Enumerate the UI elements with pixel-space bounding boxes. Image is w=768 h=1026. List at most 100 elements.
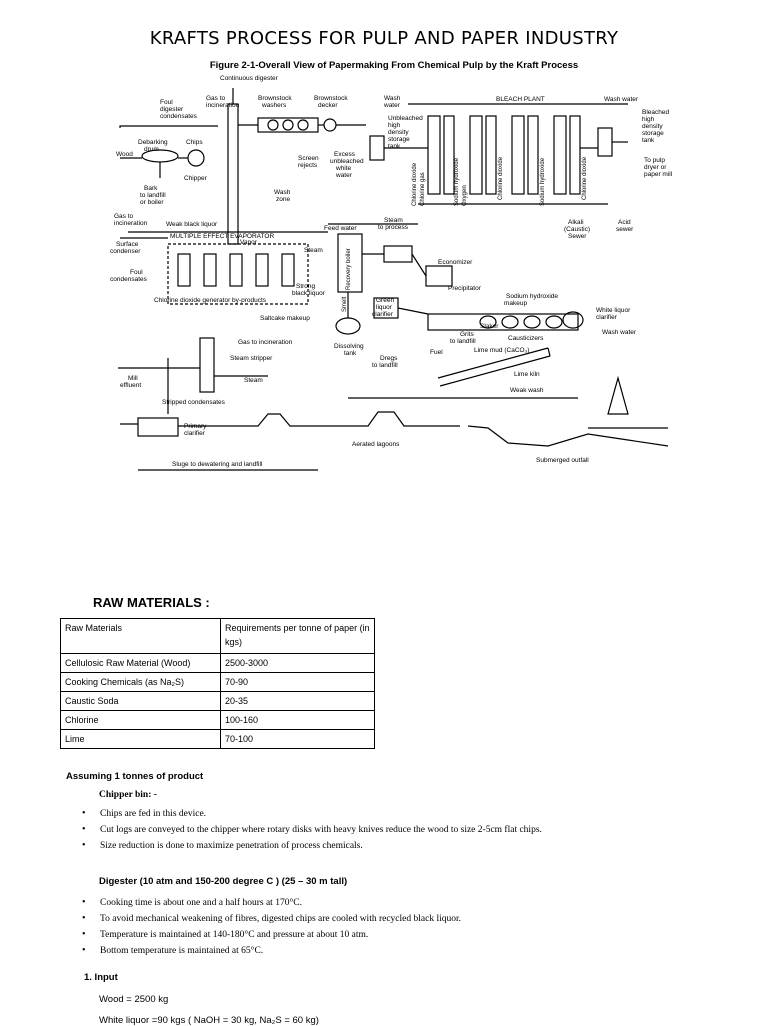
table-cell: 100-160 [220,710,375,730]
label-ex-3: white [335,165,352,172]
table-cell: Lime [60,729,221,749]
table-cell: 20-35 [220,691,375,711]
label-stp-1: Steam [384,217,403,224]
label-tp-3: paper mill [644,171,673,178]
label-rb: Recovery boiler [346,248,352,290]
label-chipper: Chipper [184,175,208,182]
label-cd-1: Chlorine dioxide [412,162,418,206]
label-sh-2: Sodium hydroxide [540,157,546,206]
bleached-tank-shape [597,127,613,157]
label-foul-2: digester [160,106,184,113]
label-sludge: Sluge to dewatering and landfill [172,461,263,468]
label-ub-3: density [388,129,409,136]
label-stripped: Stripped condensates [162,399,226,406]
label-bark-2: to landfill [140,192,166,199]
table-row: Cellulosic Raw Material (Wood) 2500-3000 [60,653,375,673]
label-slaker: Slaker [480,323,499,330]
label-sr-1: Screen [298,155,319,162]
label-gl-1: Gas to [114,213,134,220]
label-sh-1: Sodium hydroxide [454,157,460,206]
unbleached-tank-shape [369,135,385,161]
label-steam-2: Steam [244,377,263,384]
label-grits-2: to landfill [450,338,476,345]
label-mill-2: effluent [120,382,141,389]
raw-materials-heading: RAW MATERIALS : [93,595,210,610]
label-snm-1: Sodium hydroxide [506,293,558,300]
label-submerged: Submerged outfall [536,457,589,464]
label-cbp: Chlorine dioxide generator by-products [154,297,267,304]
list-item: Cooking time is about one and a half hou… [82,895,461,911]
col-header-requirements: Requirements per tonne of paper (in kgs) [220,618,375,654]
label-deb-2: drum [144,146,159,153]
label-gr-3: clarifier [372,311,394,318]
label-sc-2: condenser [110,248,141,255]
label-alk-2: (Caustic) [564,226,590,233]
list-item: To avoid mechanical weakening of fibres,… [82,911,461,927]
label-fc-2: condensates [110,276,148,283]
label-sr-2: rejects [298,162,318,169]
label-acid-2: sewer [616,226,634,233]
table-row: Lime 70-100 [60,729,375,749]
label-alk-1: Alkali [568,219,584,226]
label-aerated: Aerated lagoons [352,441,400,448]
label-saltcake: Saltcake makeup [260,315,310,322]
label-steam: Steam [304,247,323,254]
label-dt-2: tank [344,350,357,357]
label-wz-1: Wash [274,189,291,196]
label-caust: Causticizers [508,335,544,342]
label-tp-1: To pulp [644,157,665,164]
table-cell: 70-90 [220,672,375,692]
label-grits-1: Grits [460,331,474,338]
label-stripper: Steam stripper [230,355,273,362]
label-bl-2: high [642,116,655,123]
label-vapor: Vapor [240,239,258,246]
digester-bullet-list: Cooking time is about one and a half hou… [82,895,461,959]
label-pc-1: Primary [184,423,207,430]
label-dregs-1: Dregs [380,355,398,362]
label-oxygen: Oxygen [462,185,468,206]
label-bd-1: Brownstock [314,95,348,102]
table-row: Caustic Soda 20-35 [60,691,375,711]
label-dregs-2: to landfill [372,362,398,369]
label-wwb: Wash water [602,329,637,336]
label-wbl: Weak black liquor [166,221,218,228]
label-ww-2: water [383,102,401,109]
label-ex-2: unbleached [330,158,364,165]
label-bl-1: Bleached [642,109,669,116]
label-smelt: Smelt [342,296,348,312]
label-ub-1: Unbleached [388,115,423,122]
table-cell: Cooking Chemicals (as Na₂S) [60,672,221,692]
label-gti2: Gas to incineration [238,339,293,346]
label-bl-5: tank [642,137,655,144]
input-wood: Wood = 2500 kg [99,994,169,1005]
chipper-bullet-list: Chips are fed in this device. Cut logs a… [82,806,542,854]
label-wz-2: zone [276,196,290,203]
digester-heading: Digester (10 atm and 150-200 degree C ) … [99,876,348,887]
list-item: Chips are fed in this device. [82,806,542,822]
table-row: Cooking Chemicals (as Na₂S) 70-90 [60,672,375,692]
label-bw-1: Brownstock [258,95,292,102]
label-cd-3: Chlorine dioxide [582,156,588,200]
label-bl-4: storage [642,130,664,137]
label-bark-3: or boiler [140,199,164,206]
table-cell: Chlorine [60,710,221,730]
list-item: Size reduction is done to maximize penet… [82,838,542,854]
brownstock-decker-shape [323,118,337,132]
label-limemud: Lime mud (CaCO₃) [474,347,529,354]
label-ex-1: Excess [334,151,356,158]
label-cd-2: Chlorine dioxide [498,156,504,200]
label-kiln: Lime kiln [514,371,540,378]
label-gas-1: Gas to [206,95,226,102]
label-mill-1: Mill [128,375,138,382]
label-sbl-1: Strong [296,283,316,290]
label-ww-1: Wash [384,95,401,102]
label-wl-2: clarifier [596,314,618,321]
label-gr-1: Green [376,297,394,304]
assumption-heading: Assuming 1 tonnes of product [66,771,204,782]
label-fc-1: Foul [130,269,143,276]
label-gas-2: incineration [206,102,240,109]
label-fuel: Fuel [430,349,443,356]
label-foul-1: Foul [160,99,173,106]
chipper-heading: Chipper bin: - [99,790,157,800]
list-item: Cut logs are conveyed to the chipper whe… [82,822,542,838]
